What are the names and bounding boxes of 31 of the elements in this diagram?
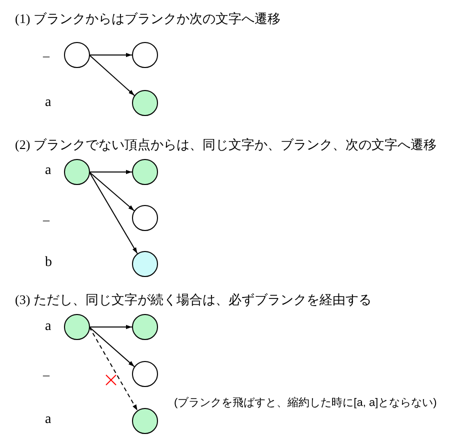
arrow [90,170,132,174]
state-circle [64,314,90,340]
arrow [88,172,138,254]
state-circle [132,90,158,116]
arrow [90,52,132,58]
row-label: a [45,413,52,427]
state-circle [64,42,90,68]
state-circle [132,42,158,68]
row-label: – [43,368,50,381]
state-circle [132,408,158,434]
arrow [90,324,132,330]
arrow [88,54,135,96]
section-heading: (2) ブランクでない頂点からは、同じ文字か、ブランク、次の文字へ遷移 [15,138,436,151]
row-label: a [45,164,52,178]
row-label: b [45,256,52,270]
state-circle [132,251,158,277]
row-label: – [43,213,50,226]
crossed-out-arrow [88,326,138,411]
row-label: a [45,320,52,334]
section-heading: (1) ブランクからはブランクか次の文字へ遷移 [15,12,280,25]
note-text: (ブランクを飛ばすと、縮約した時に[a, a]とならない) [174,398,437,409]
state-circle [132,205,158,231]
arrow [88,172,135,212]
section-heading: (3) ただし、同じ文字が続く場合は、必ずブランクを経由する [15,293,372,306]
row-label: – [43,49,50,62]
state-circle [132,361,158,387]
row-label: a [45,96,52,110]
state-circle [132,314,158,340]
arrow [88,326,135,368]
state-circle [132,159,158,185]
state-circle [64,159,90,185]
